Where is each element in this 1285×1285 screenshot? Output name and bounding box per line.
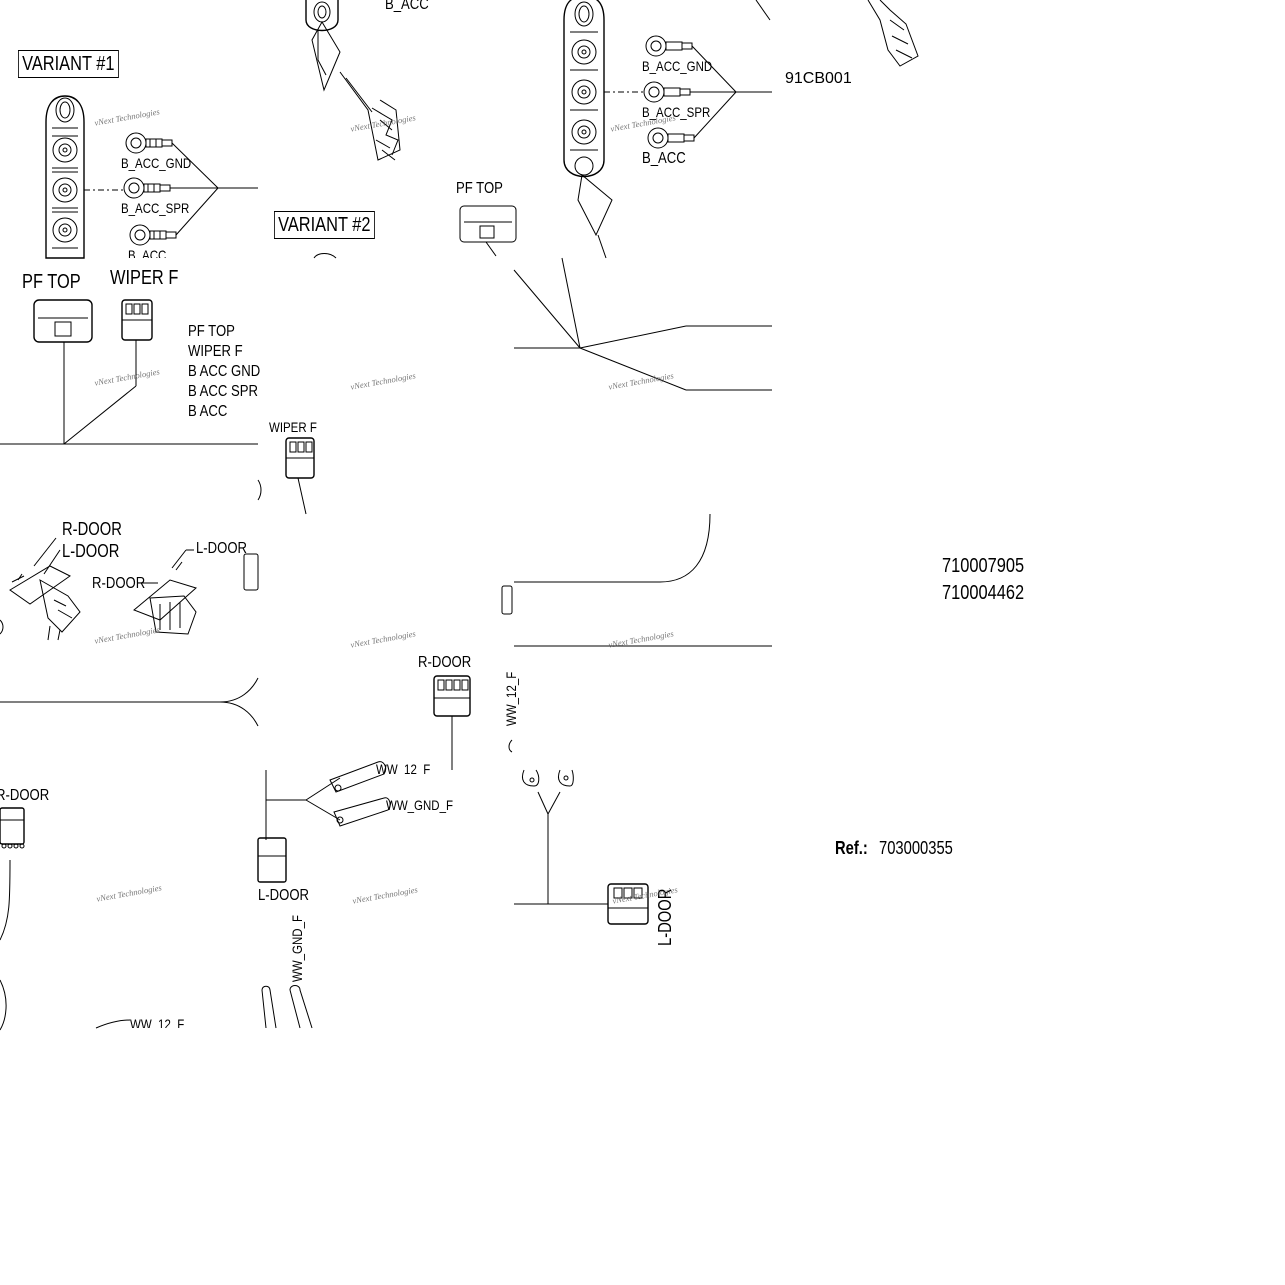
ww-12-f-label-tile-9: WW_12_F — [376, 762, 431, 776]
legend-item-b-acc-gnd: B ACC GND — [188, 363, 261, 380]
terminal-label-b-acc-spr-3: B_ACC_SPR — [642, 104, 711, 120]
pf-top-connector-tile-4 — [33, 299, 93, 444]
variant-2-label: VARIANT #2 — [274, 211, 375, 239]
terminal-label-b-acc-top: B_ACC — [385, 0, 429, 13]
terminal-label-b-acc-gnd: B_ACC_GND — [121, 155, 192, 171]
busbar-variant-2-partial — [305, 0, 401, 259]
pf-top-label-tile-4: PF TOP — [22, 271, 81, 293]
ww-12-f-rotated-label: WW_12_F — [503, 671, 519, 726]
variant-1-label: VARIANT #1 — [18, 50, 119, 78]
part-number-91cb001: 91CB001 — [785, 70, 852, 87]
r-door-label-tile-10: R-DOOR — [418, 654, 472, 671]
ww-gnd-f-label-tile-9: WW_GND_F — [386, 797, 453, 813]
l-door-connector-tile-12 — [514, 769, 649, 925]
ww-12-f-label-tile-8: WW_12_F — [130, 1017, 185, 1028]
part-number-2: 710004462 — [942, 582, 1025, 604]
r-door-connector-tile-10 — [433, 513, 772, 770]
connector-top-right-partial — [755, 0, 919, 67]
terminal-label-b-acc-3: B_ACC — [642, 150, 686, 167]
legend-item-wiper-f: WIPER F — [188, 343, 243, 360]
ww-gnd-f-rotated-label: WW_GND_F — [289, 915, 305, 982]
door-connectors-tile-7 — [0, 537, 259, 727]
wiper-f-connector-tile-4 — [63, 299, 153, 445]
wire-terminals-tile-9 — [257, 761, 391, 1029]
ring-terminals-variant-1 — [84, 132, 258, 246]
l-door-label-tile-7b: L-DOOR — [196, 540, 248, 557]
r-door-label-tile-7: R-DOOR — [62, 519, 122, 539]
legend-item-b-acc-spr: B ACC SPR — [188, 383, 258, 400]
busbar-variant-1 — [45, 95, 85, 259]
r-door-label-tile-8: R-DOOR — [0, 787, 50, 804]
terminal-label-b-acc-spr: B_ACC_SPR — [121, 200, 190, 216]
wiper-f-connector-tile-5 — [257, 437, 315, 515]
reference-value: 703000355 — [879, 838, 953, 858]
busbar-tile-3 — [563, 0, 613, 259]
terminal-label-b-acc-gnd-3: B_ACC_GND — [642, 58, 713, 74]
ring-terminals-tile-3 — [604, 35, 772, 149]
pf-top-label-tile-3: PF TOP — [456, 180, 503, 197]
reference-label: Ref.: — [835, 838, 868, 858]
part-number-1: 710007905 — [942, 555, 1025, 577]
l-door-label-tile-9: L-DOOR — [258, 887, 310, 904]
r-door-connector-tile-8 — [0, 807, 131, 1031]
pf-top-connector-tile-3 — [459, 205, 517, 257]
terminal-label-b-acc: B_ACC — [128, 248, 167, 258]
wiper-f-label-tile-4: WIPER F — [110, 267, 179, 289]
r-door-label-tile-7b: R-DOOR — [92, 575, 146, 592]
l-door-label-tile-7: L-DOOR — [62, 541, 120, 561]
harness-branch-tile-6 — [513, 257, 772, 391]
legend-item-pf-top: PF TOP — [188, 323, 235, 340]
wiper-f-label-tile-5: WIPER F — [269, 419, 317, 435]
legend-item-b-acc: B ACC — [188, 403, 228, 420]
